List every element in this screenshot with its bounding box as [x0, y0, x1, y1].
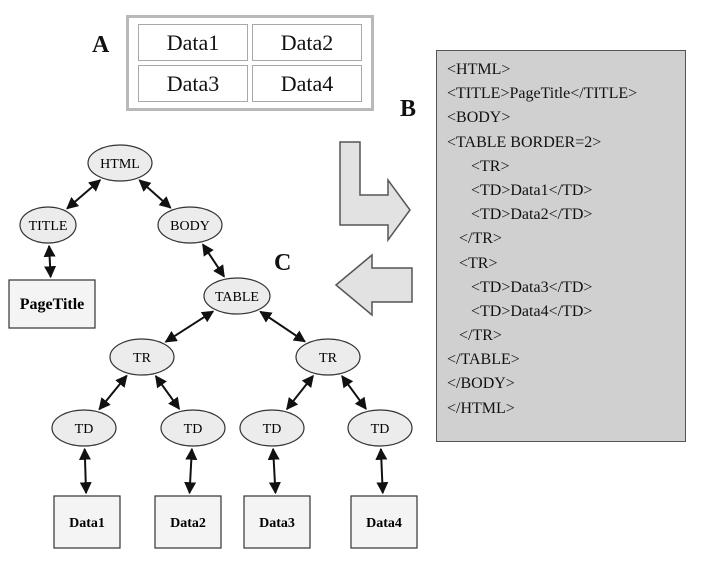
label-b: B: [400, 96, 417, 122]
flow-arrow-to-tree: [334, 253, 413, 317]
tree-node-label: TD: [263, 422, 282, 437]
tree-node-shape: [8, 279, 96, 329]
tree-node-shape: [53, 495, 121, 549]
tree-node-label: PageTitle: [20, 296, 85, 313]
tree-node-label: HTML: [100, 157, 140, 172]
tree-edge-html-body: [138, 179, 172, 209]
tree-node-shape: [154, 495, 222, 549]
tree-node-shape: [109, 338, 175, 376]
tree-node-label: TR: [133, 351, 152, 366]
tree-edge-td3-data3: [267, 447, 281, 495]
tree-node-body: BODY: [157, 206, 223, 244]
tree-node-shape: [347, 409, 413, 447]
tree-node-shape: [295, 338, 361, 376]
label-c: C: [274, 250, 292, 276]
tree-node-td2: TD: [160, 409, 226, 447]
tree-edge-tr2-td4: [341, 375, 367, 410]
tree-node-data3: Data3: [243, 495, 311, 549]
tree-edge-html-title: [66, 179, 102, 210]
tree-node-shape: [87, 144, 153, 182]
tree-node-label: TABLE: [215, 290, 259, 305]
table-cell: Data2: [252, 24, 362, 61]
tree-node-data1: Data1: [53, 495, 121, 549]
tree-node-shape: [157, 206, 223, 244]
code-line: <TD>Data3</TD>: [471, 278, 593, 296]
html-source-panel: <HTML> <TITLE>PageTitle</TITLE> <BODY> <…: [436, 50, 686, 442]
rendered-html-table: Data1 Data2 Data3 Data4: [126, 15, 374, 111]
tree-node-label: Data4: [366, 516, 402, 531]
tree-node-tr2: TR: [295, 338, 361, 376]
tree-node-shape: [243, 495, 311, 549]
tree-node-shape: [239, 409, 305, 447]
code-line: </TR>: [459, 327, 502, 345]
tree-node-label: BODY: [170, 219, 210, 234]
label-a: A: [92, 32, 110, 58]
code-line: <TR>: [459, 254, 498, 272]
code-line: <TD>Data4</TD>: [471, 302, 593, 320]
code-line: <TABLE BORDER=2>: [447, 133, 602, 151]
tree-edge-td4-data4: [375, 447, 389, 495]
code-line: <BODY>: [447, 109, 511, 127]
table-cell: Data1: [138, 24, 248, 61]
tree-node-td3: TD: [239, 409, 305, 447]
code-line: </BODY>: [447, 375, 515, 393]
tree-node-label: TD: [75, 422, 94, 437]
code-line: <HTML>: [447, 61, 511, 78]
flow-arrow-to-source: [339, 141, 411, 243]
tree-edge-title-pagetitle: [43, 244, 57, 279]
tree-edge-body-table: [201, 243, 225, 278]
tree-node-data4: Data4: [350, 495, 418, 549]
tree-node-table: TABLE: [203, 277, 271, 315]
tree-node-label: Data1: [69, 516, 105, 531]
tree-edge-td1-data1: [79, 447, 92, 495]
tree-node-data2: Data2: [154, 495, 222, 549]
tree-edge-td2-data2: [184, 447, 198, 495]
tree-node-label: TR: [319, 351, 338, 366]
table-cell: Data4: [252, 65, 362, 102]
tree-node-label: TITLE: [29, 219, 68, 234]
tree-node-pagetitle: PageTitle: [8, 279, 96, 329]
table-cell: Data3: [138, 65, 248, 102]
tree-node-td4: TD: [347, 409, 413, 447]
tree-edge-tr1-td1: [98, 374, 128, 411]
tree-node-title: TITLE: [19, 206, 77, 244]
tree-node-shape: [19, 206, 77, 244]
code-line: <TITLE>PageTitle</TITLE>: [447, 85, 638, 103]
code-line: </TABLE>: [447, 351, 520, 369]
tree-node-shape: [160, 409, 226, 447]
tree-node-shape: [203, 277, 271, 315]
tree-node-label: TD: [371, 422, 390, 437]
code-line: </HTML>: [447, 399, 515, 417]
tree-node-label: TD: [184, 422, 203, 437]
tree-edge-table-tr1: [164, 310, 215, 343]
code-line: <TD>Data1</TD>: [471, 181, 593, 199]
tree-node-shape: [51, 409, 117, 447]
code-line: <TD>Data2</TD>: [471, 206, 593, 224]
tree-node-label: Data3: [259, 516, 295, 531]
tree-node-label: Data2: [170, 516, 206, 531]
tree-edge-tr1-td2: [154, 375, 181, 410]
tree-node-shape: [350, 495, 418, 549]
tree-node-tr1: TR: [109, 338, 175, 376]
code-line: <TR>: [471, 157, 510, 175]
tree-edge-table-tr2: [259, 310, 306, 343]
tree-edge-tr2-td3: [286, 374, 314, 411]
tree-node-html: HTML: [87, 144, 153, 182]
tree-node-td1: TD: [51, 409, 117, 447]
code-line: </TR>: [459, 230, 502, 248]
